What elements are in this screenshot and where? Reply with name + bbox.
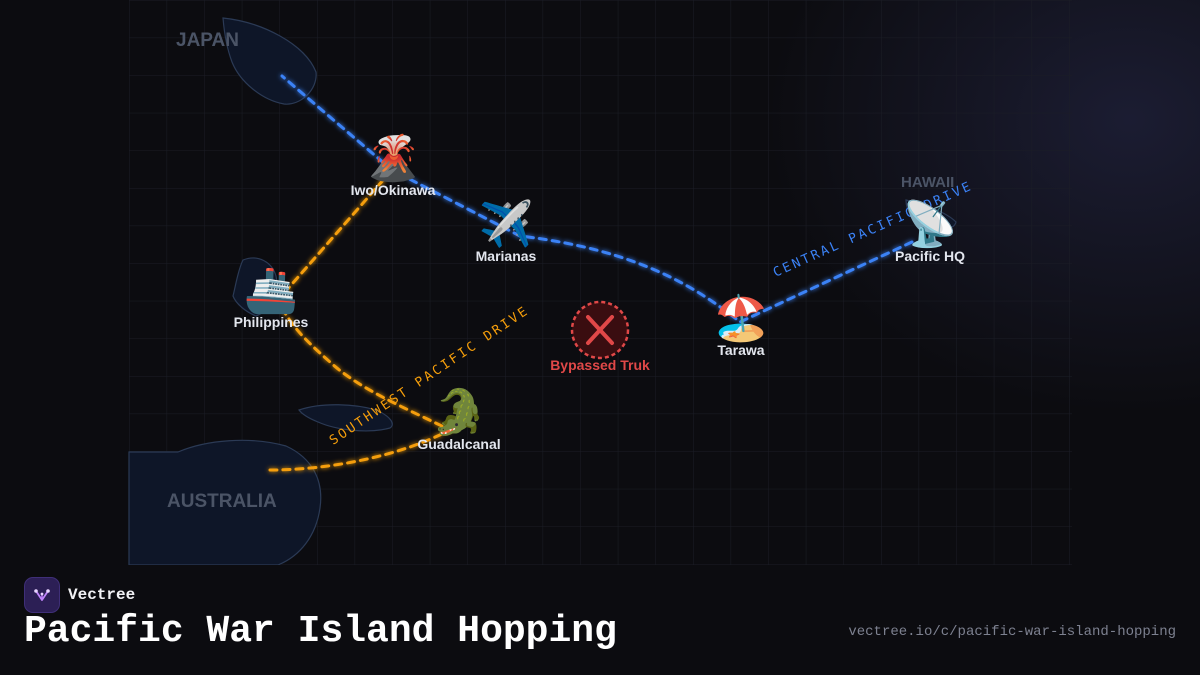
map-canvas [128,0,1072,565]
hawaii-landmass [905,199,957,231]
node-pacific-hq[interactable]: 📡 Pacific HQ [894,199,966,265]
node-label: Guadalcanal [417,436,501,452]
node-label: Iwo/Okinawa [350,182,436,198]
beach-umbrella-icon: 🏖️ [713,293,769,344]
philippines-landmass [232,257,278,317]
vectree-logo-icon [24,577,60,613]
node-guadalcanal[interactable]: 🐊 Guadalcanal [417,387,501,453]
volcano-icon: 🌋 [365,133,421,184]
brand[interactable]: Vectree [24,577,135,613]
node-bypassed-truk[interactable]: Bypassed Truk [550,357,650,373]
node-tarawa[interactable]: 🏖️ Tarawa [713,293,769,359]
page-url[interactable]: vectree.io/c/pacific-war-island-hopping [848,624,1176,640]
page-title: Pacific War Island Hopping [24,610,617,653]
node-label: Marianas [475,248,537,264]
crocodile-icon: 🐊 [431,387,487,438]
node-label: Philippines [233,314,309,330]
node-label: Bypassed Truk [550,357,650,373]
solomons-landmass [298,404,393,432]
airplane-icon: ✈️ [478,199,534,250]
node-marianas[interactable]: ✈️ Marianas [475,199,537,265]
node-label: Tarawa [717,342,765,358]
region-label-australia: AUSTRALIA [167,491,277,512]
bypassed-truk-marker [570,300,630,360]
region-label-japan: JAPAN [176,30,239,51]
node-philippines[interactable]: 🚢 Philippines [233,265,309,331]
southwest-pacific-route [268,168,454,472]
node-iwo-okinawa[interactable]: 🌋 Iwo/Okinawa [350,133,436,199]
node-label: Pacific HQ [894,248,966,264]
region-label-hawaii: HAWAII [901,174,955,191]
central-pacific-route [280,74,914,324]
ship-icon: 🚢 [243,265,299,316]
japan-landmass [222,17,317,105]
satellite-dish-icon: 📡 [902,199,958,250]
brand-name: Vectree [68,586,136,604]
